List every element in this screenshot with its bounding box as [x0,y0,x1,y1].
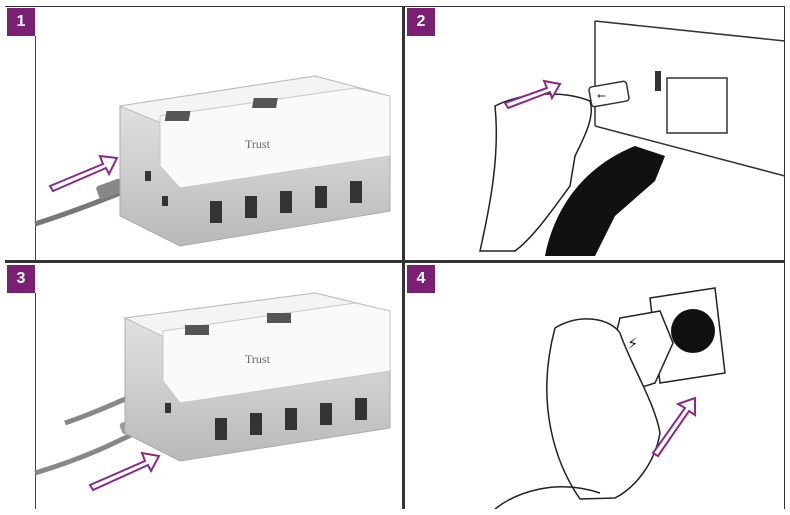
top-usb-port [185,325,209,335]
lightning-icon: ⚡ [627,334,638,353]
plug-into-outlet-illustration: ⚡ [405,263,785,509]
top-usb-port [165,111,191,121]
usb-hub-power-illustration: Trust [5,263,402,509]
grid-divider-horizontal [5,260,785,263]
port-panel [667,78,727,133]
usb-hub-illustration: Trust [5,6,402,260]
side-port [165,403,171,413]
step-2-panel: 2 ⭠ [405,6,785,260]
top-usb-port [252,98,278,108]
instruction-grid: 1 Trust [5,6,785,509]
direction-arrow [90,453,159,490]
usb-symbol-icon: ⭠ [597,89,606,102]
usb-port [655,71,661,91]
plug-into-computer-illustration: ⭠ [405,6,785,260]
brand-label: Trust [245,352,271,366]
step-3-panel: 3 Trust [5,263,402,509]
step-4-panel: 4 ⚡ [405,263,785,509]
outlet-socket [671,309,715,353]
side-port [145,171,151,181]
brand-label: Trust [245,137,271,151]
grid-border-right [784,6,785,509]
grid-divider-vertical [402,6,405,509]
usb-cable [35,191,125,224]
step-1-panel: 1 Trust [5,6,402,260]
top-usb-port [267,313,291,323]
side-port [162,196,168,206]
grid-border-top [5,6,785,7]
